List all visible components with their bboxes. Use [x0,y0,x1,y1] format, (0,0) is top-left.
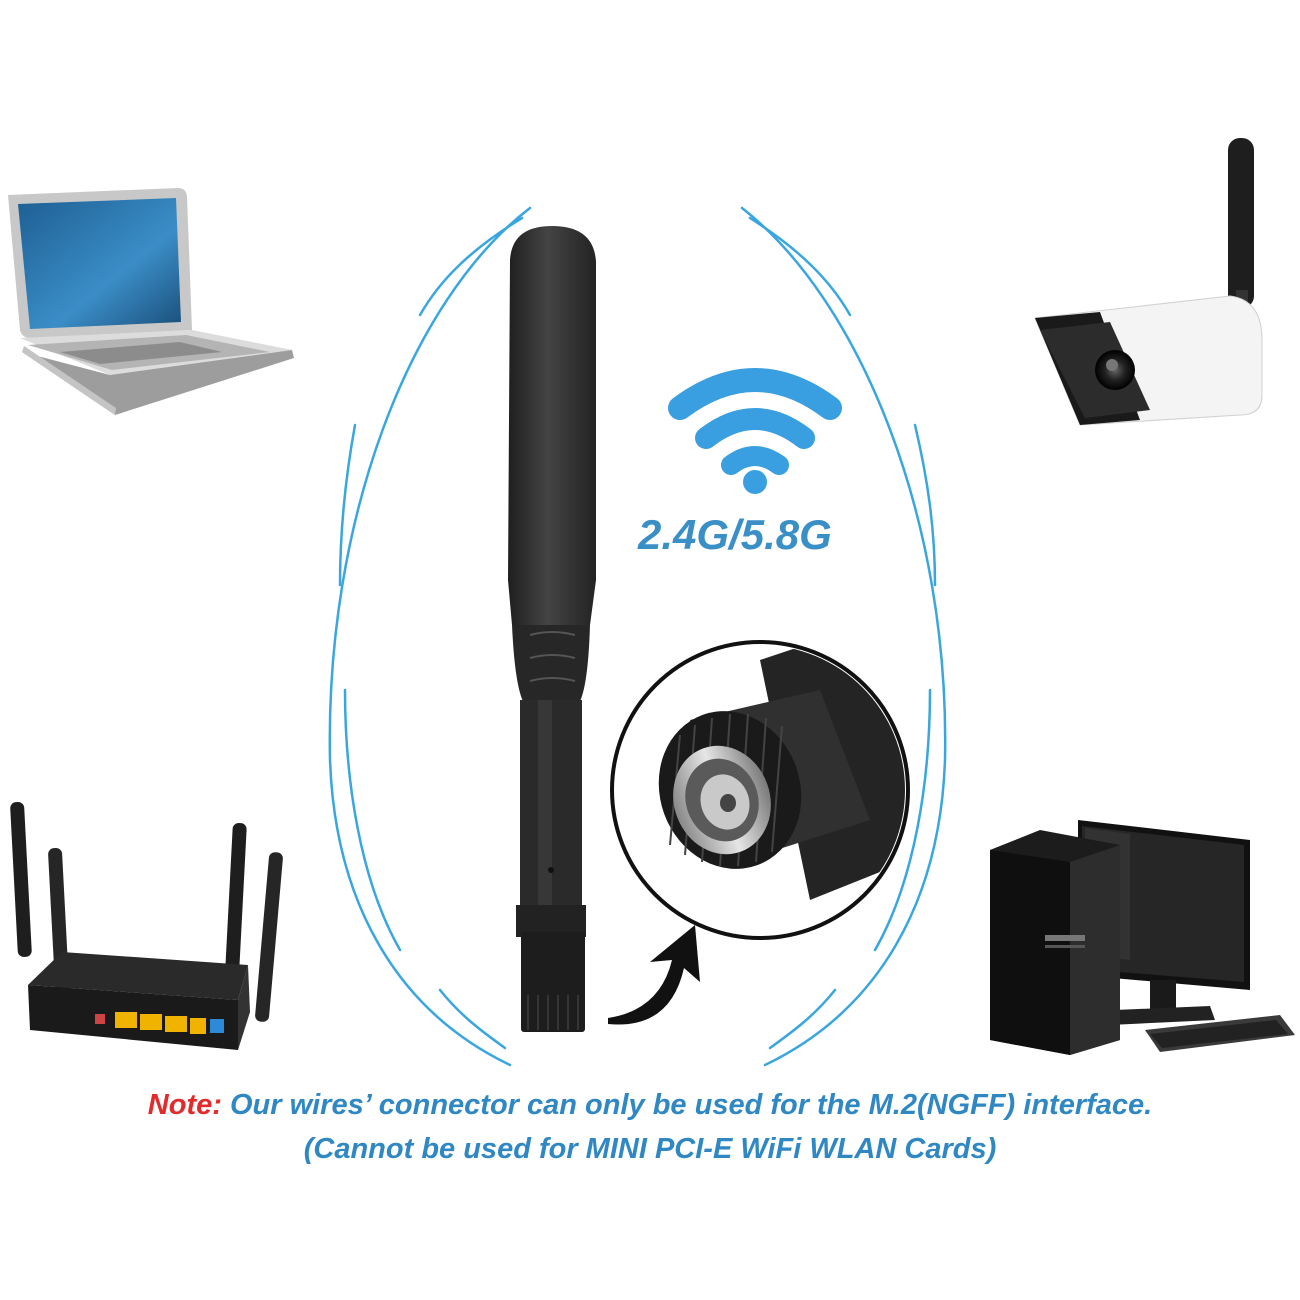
note-block: Note: Our wires’ connector can only be u… [0,1083,1300,1171]
note-line-1: Note: Our wires’ connector can only be u… [0,1083,1300,1127]
curved-arrow-icon [608,925,700,1025]
laptop-icon [8,188,294,415]
sma-connector-icon [610,640,910,940]
security-camera-icon [1034,138,1263,426]
note-line-2: (Cannot be used for MINI PCI-E WiFi WLAN… [303,1133,997,1165]
signal-arcs [328,206,947,1067]
band-label: 2.4G/5.8G [638,511,832,558]
note-text: Our wires’ connector can only be used fo… [229,1089,1153,1121]
desktop-pc-icon [990,820,1295,1055]
wifi-router-icon [10,802,283,1050]
wifi-signal-icon [668,368,842,494]
antenna-icon [508,226,596,1032]
note-label: Note: [147,1089,222,1121]
